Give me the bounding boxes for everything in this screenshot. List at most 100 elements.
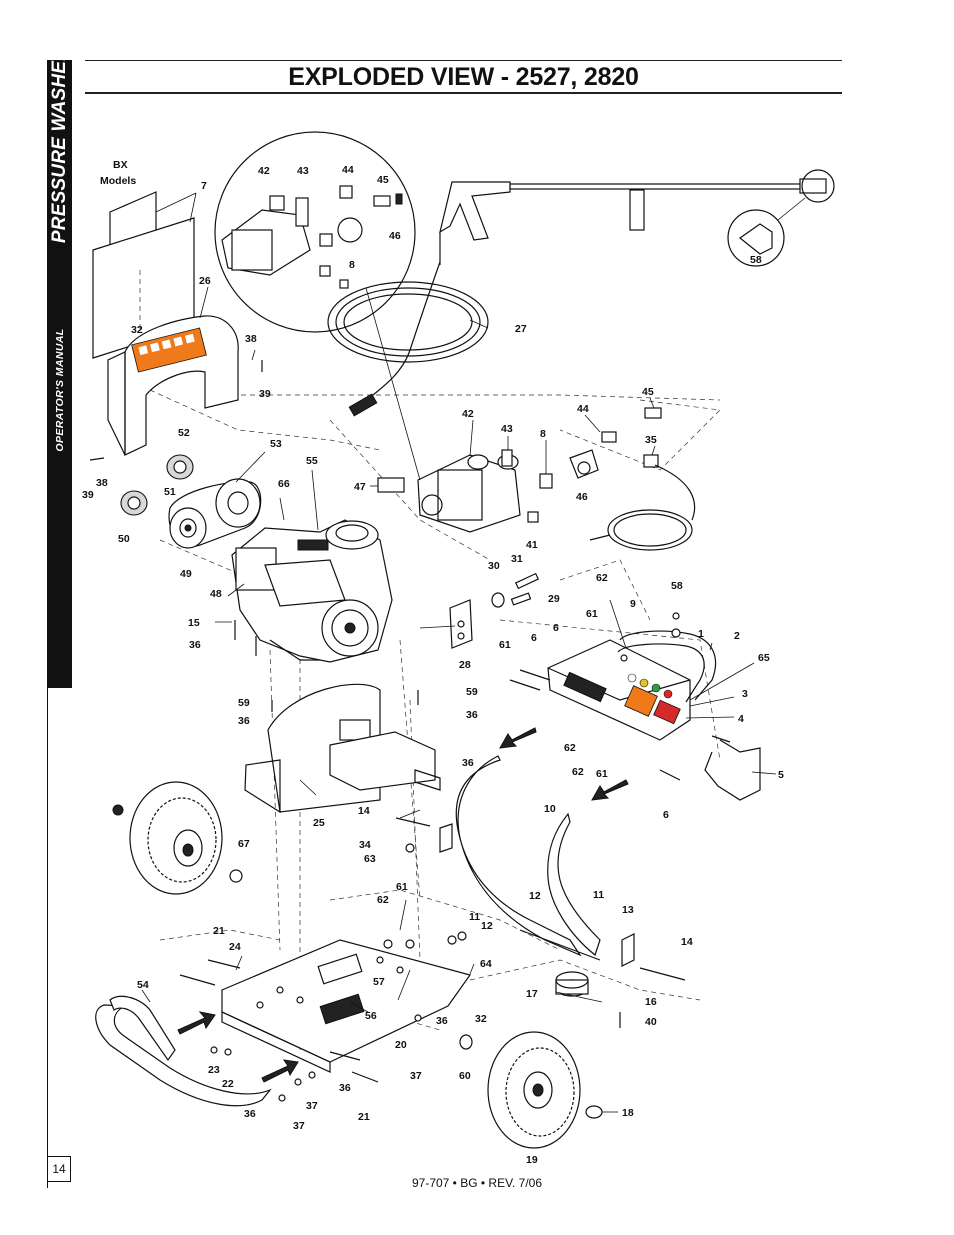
- callout-30: 30: [488, 560, 500, 572]
- part-wheels: [112, 781, 603, 1149]
- callout-28: 28: [459, 659, 471, 671]
- callout-31: 31: [511, 553, 523, 565]
- callout-60: 60: [459, 1070, 471, 1082]
- callout-8-inset: 8: [349, 259, 355, 271]
- callout-52: 52: [178, 427, 190, 439]
- part-lower-handle: [95, 995, 299, 1107]
- callout-9: 9: [630, 598, 636, 610]
- part-engine: [231, 519, 393, 663]
- part-fittings: [527, 407, 662, 523]
- callout-47: 47: [354, 481, 366, 493]
- callout-59a: 59: [466, 686, 478, 698]
- callout-21a: 21: [213, 925, 225, 937]
- callout-36a: 36: [189, 639, 201, 651]
- callout-32: 32: [131, 324, 143, 336]
- callout-61c: 61: [596, 768, 608, 780]
- page-number: 14: [47, 1156, 71, 1182]
- callout-18: 18: [622, 1107, 634, 1119]
- callout-58: 58: [671, 580, 683, 592]
- callout-34: 34: [359, 839, 371, 851]
- part-spray-gun: [439, 169, 835, 267]
- callout-45-inset: 45: [377, 174, 389, 186]
- callout-36f: 36: [339, 1082, 351, 1094]
- callout-labels: BX Models 7 26 32 38 39 52 53 55 38 39 5…: [82, 159, 784, 1166]
- callout-6c: 6: [663, 809, 669, 821]
- callout-62b: 62: [564, 742, 576, 754]
- callout-32b: 32: [475, 1013, 487, 1025]
- callout-38b: 38: [96, 477, 108, 489]
- callout-37a: 37: [410, 1070, 422, 1082]
- callout-56: 56: [365, 1010, 377, 1022]
- callout-27: 27: [515, 323, 527, 335]
- callout-7: 7: [201, 180, 207, 192]
- callout-62a: 62: [596, 572, 608, 584]
- callout-6b: 6: [531, 632, 537, 644]
- callout-67: 67: [238, 838, 250, 850]
- callout-2: 2: [734, 630, 740, 642]
- sidebar-rule: [47, 688, 48, 1188]
- callout-20: 20: [395, 1039, 407, 1051]
- part-fasteners: [89, 360, 731, 1102]
- doc-code: 97-707 • BG • REV. 7/06: [411, 1176, 543, 1190]
- callout-58-tip: 58: [750, 254, 762, 266]
- callout-50: 50: [118, 533, 130, 545]
- callout-10: 10: [544, 803, 556, 815]
- callout-5: 5: [778, 769, 784, 781]
- callout-22: 22: [222, 1078, 234, 1090]
- part-pulleys: [120, 454, 262, 549]
- callout-54: 54: [137, 979, 149, 991]
- callout-39: 39: [259, 388, 271, 400]
- callout-65: 65: [758, 652, 770, 664]
- callout-36c: 36: [238, 715, 250, 727]
- callout-21b: 21: [358, 1111, 370, 1123]
- part-base: [221, 939, 471, 1073]
- callout-66: 66: [278, 478, 290, 490]
- page-title: EXPLODED VIEW - 2527, 2820: [288, 63, 639, 91]
- callout-41: 41: [526, 539, 538, 551]
- callout-23: 23: [208, 1064, 220, 1076]
- callout-48: 48: [210, 588, 222, 600]
- callout-39b: 39: [82, 489, 94, 501]
- inset-pump-detail: [214, 131, 416, 333]
- callout-12a: 12: [529, 890, 541, 902]
- part-belt-guard: [107, 315, 239, 456]
- title-rule-top: [85, 60, 842, 61]
- callout-26: 26: [199, 275, 211, 287]
- callout-25: 25: [313, 817, 325, 829]
- callout-37b: 37: [306, 1100, 318, 1112]
- callout-63: 63: [364, 853, 376, 865]
- callout-40: 40: [645, 1016, 657, 1028]
- part-handle: [455, 755, 601, 961]
- part-bracket: [449, 572, 540, 649]
- callout-36g: 36: [244, 1108, 256, 1120]
- assembly-arrows: [499, 727, 629, 801]
- callout-59b: 59: [238, 697, 250, 709]
- callout-4: 4: [738, 713, 744, 725]
- callout-14a: 14: [358, 805, 370, 817]
- callout-19: 19: [526, 1154, 538, 1166]
- callout-53: 53: [270, 438, 282, 450]
- callout-37c: 37: [293, 1120, 305, 1132]
- callout-12b: 12: [481, 920, 493, 932]
- sidebar-tab: PRESSURE WASHER OPERATOR'S MANUAL: [47, 47, 72, 688]
- part-frame-cover: [244, 683, 441, 814]
- callout-61d: 61: [396, 881, 408, 893]
- callout-38: 38: [245, 333, 257, 345]
- callout-43: 43: [501, 423, 513, 435]
- callout-61b: 61: [499, 639, 511, 651]
- callout-13: 13: [622, 904, 634, 916]
- part-pump: [377, 449, 521, 533]
- callout-64: 64: [480, 958, 492, 970]
- callout-6a: 6: [553, 622, 559, 634]
- leader-lines: [141, 286, 777, 1113]
- callout-29: 29: [548, 593, 560, 605]
- part-control-panel: [547, 639, 691, 741]
- callout-1: 1: [698, 628, 704, 640]
- part-small-hose: [589, 464, 696, 551]
- callout-36d: 36: [462, 757, 474, 769]
- callout-15: 15: [188, 617, 200, 629]
- callout-43-inset: 43: [297, 165, 309, 177]
- callout-bx: BX: [113, 159, 128, 171]
- callout-11b: 11: [469, 911, 480, 923]
- callout-62d: 62: [377, 894, 389, 906]
